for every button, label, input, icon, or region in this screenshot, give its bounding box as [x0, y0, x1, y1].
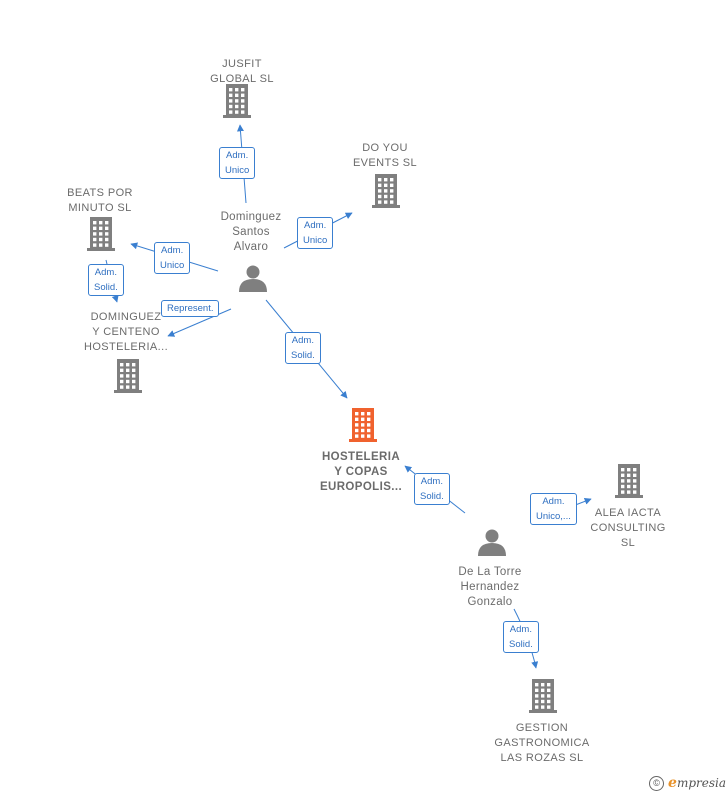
node-label-line: MINUTO SL — [68, 202, 132, 214]
edge-line-e5 — [167, 308, 232, 337]
edge-label-e4[interactable]: Adm. Solid. — [88, 264, 124, 296]
footer: © empresia — [649, 775, 726, 791]
node-label-line: GESTION — [515, 722, 569, 734]
node-label-line: JUSFIT — [222, 58, 262, 70]
node-label-line: GLOBAL SL — [210, 73, 274, 85]
node-label-line: EVENTS SL — [352, 157, 418, 169]
node-label-beats[interactable]: BEATS POR MINUTO SL — [67, 186, 133, 216]
building-icon[interactable] — [372, 174, 400, 208]
node-label-jusfit[interactable]: JUSFIT GLOBAL SL — [210, 57, 274, 87]
node-label-line: Y COPAS — [334, 466, 388, 478]
edge-label-text: Adm. — [226, 150, 249, 161]
node-label-line: HOSTELERIA... — [83, 341, 169, 353]
building-icon[interactable] — [114, 359, 142, 393]
edge-label-e6[interactable]: Adm. Solid. — [285, 332, 321, 364]
edge-label-text: Unico — [303, 235, 328, 246]
node-label-line: EUROPOLIS... — [319, 481, 403, 493]
node-label-line: SL — [620, 537, 636, 549]
node-label-alea[interactable]: ALEA IACTA CONSULTING SL — [590, 506, 665, 551]
edge-label-text: Adm. — [542, 496, 565, 507]
node-label-line: BEATS POR — [67, 187, 133, 199]
node-label-line: Gonzalo — [467, 596, 513, 608]
edge-label-text: Solid. — [509, 639, 533, 650]
edge-label-text: Unico,... — [536, 511, 571, 522]
building-icon[interactable] — [223, 84, 251, 118]
node-label-gestion[interactable]: GESTION GASTRONOMICA LAS ROZAS SL — [494, 721, 589, 766]
node-label-line: Dominguez — [220, 211, 282, 223]
edge-label-text: Adm. — [291, 335, 314, 346]
edge-label-text: Adm. — [304, 220, 327, 231]
node-label-doyou[interactable]: DO YOU EVENTS SL — [353, 141, 417, 171]
edge-label-text: Unico — [225, 165, 250, 176]
edge-label-text: Adm. — [509, 624, 532, 635]
edge-label-text: Represent. — [167, 303, 214, 314]
edge-label-e9[interactable]: Adm. Solid. — [503, 621, 539, 653]
node-label-line: DO YOU — [362, 142, 408, 154]
node-label-line: De La Torre — [458, 566, 522, 578]
node-label-dominguez-centeno[interactable]: DOMINGUEZ Y CENTENO HOSTELERIA... — [84, 310, 168, 355]
copyright-icon: © — [649, 775, 665, 791]
edge-label-e2[interactable]: Adm. Unico — [297, 217, 334, 249]
building-icon[interactable] — [529, 679, 557, 713]
node-label-line: Y CENTENO — [92, 326, 160, 338]
node-label-line: LAS ROZAS SL — [500, 752, 584, 764]
node-label-line: HOSTELERIA — [321, 451, 401, 463]
node-label-line: CONSULTING — [590, 522, 666, 534]
brand-logo[interactable]: empresia — [668, 775, 726, 791]
edge-label-e8[interactable]: Adm. Unico,... — [530, 493, 577, 525]
building-icon[interactable] — [349, 408, 377, 442]
node-label-line: GASTRONOMICA — [494, 737, 590, 749]
person-icon[interactable] — [478, 529, 506, 557]
building-icon[interactable] — [87, 217, 115, 251]
edge-label-e7[interactable]: Adm. Solid. — [414, 473, 450, 505]
node-label-line: Santos — [232, 226, 270, 238]
edge-label-text: Adm. — [161, 245, 184, 256]
edge-label-text: Solid. — [291, 350, 315, 361]
node-label-line: DOMINGUEZ — [90, 311, 162, 323]
edge-label-text: Solid. — [94, 282, 118, 293]
node-label-line: Alvaro — [233, 241, 269, 253]
node-label-hosteleria[interactable]: HOSTELERIA Y COPAS EUROPOLIS... — [320, 450, 402, 495]
edge-label-e1[interactable]: Adm. Unico — [219, 147, 256, 179]
building-icon[interactable] — [615, 464, 643, 498]
edge-label-text: Solid. — [420, 491, 444, 502]
person-icon[interactable] — [239, 265, 267, 293]
edge-label-text: Adm. — [94, 267, 117, 278]
edge-label-e5[interactable]: Represent. — [161, 300, 220, 317]
node-label-line: Hernandez — [460, 581, 520, 593]
edge-label-text: Adm. — [420, 476, 443, 487]
edge-label-e3[interactable]: Adm. Unico — [154, 242, 191, 274]
edge-label-text: Unico — [160, 260, 185, 271]
node-label-line: ALEA IACTA — [594, 507, 662, 519]
